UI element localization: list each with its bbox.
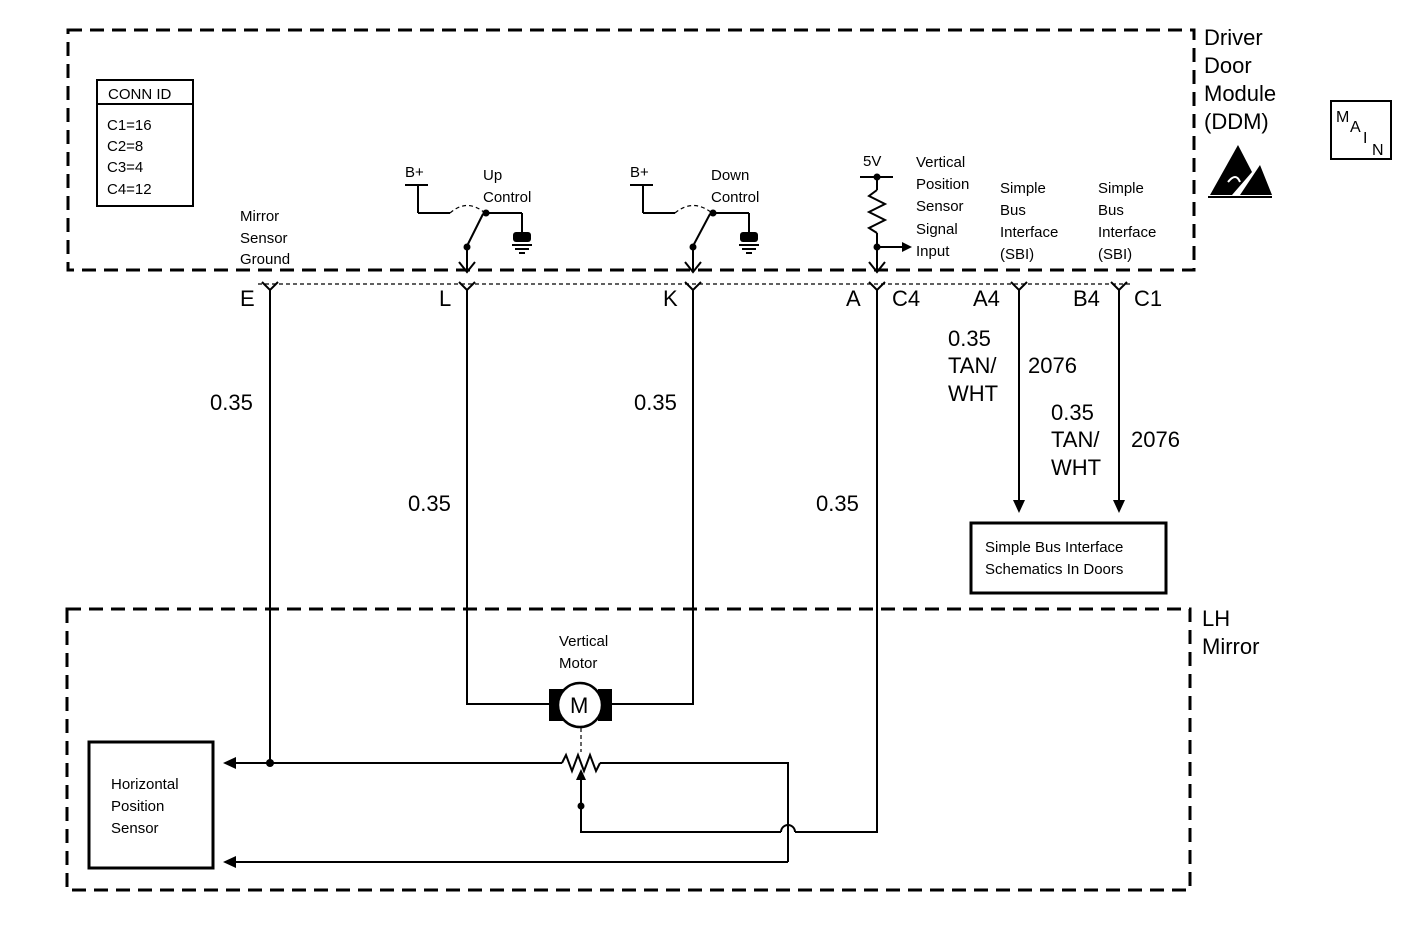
- wire-l: 0.35: [408, 290, 549, 705]
- ground-icon: [739, 232, 759, 254]
- down-control-switch: B+ Down Control: [630, 164, 759, 274]
- svg-text:0.35: 0.35: [1051, 400, 1094, 425]
- lh-mirror-title: LH Mirror: [1202, 606, 1259, 659]
- svg-text:Vertical: Vertical: [916, 154, 965, 171]
- up-control-switch: B+ Up Control: [405, 164, 532, 274]
- svg-text:N: N: [1372, 142, 1384, 159]
- svg-text:Mirror: Mirror: [1202, 634, 1259, 659]
- svg-text:A: A: [846, 286, 861, 311]
- svg-text:Vertical: Vertical: [559, 633, 608, 650]
- svg-text:Signal: Signal: [916, 221, 958, 238]
- svg-text:Interface: Interface: [1000, 224, 1058, 241]
- svg-text:Simple Bus Interface: Simple Bus Interface: [985, 539, 1123, 556]
- ddm-title: Driver Door Module (DDM): [1204, 25, 1276, 134]
- main-badge: M A I N: [1330, 100, 1392, 160]
- vertical-motor: Vertical Motor M: [549, 633, 612, 729]
- svg-text:Sensor: Sensor: [240, 230, 288, 247]
- sbi-label-1: Simple Bus Interface (SBI): [1000, 180, 1058, 263]
- svg-text:0.35: 0.35: [408, 491, 451, 516]
- wire-sbi-1: 0.35 TAN/ WHT 2076: [948, 290, 1077, 513]
- svg-text:Down: Down: [711, 167, 749, 184]
- svg-text:C3=4: C3=4: [107, 159, 143, 176]
- potentiometer-icon: [223, 752, 789, 868]
- sbi-schematics-link[interactable]: Simple Bus Interface Schematics In Doors: [969, 521, 1168, 595]
- wire-k: 0.35: [612, 290, 694, 705]
- svg-text:Horizontal: Horizontal: [111, 776, 179, 793]
- svg-text:Door: Door: [1204, 53, 1252, 78]
- motor-icon: M: [549, 681, 612, 729]
- svg-text:C1=16: C1=16: [107, 117, 152, 134]
- svg-text:M: M: [570, 693, 588, 718]
- svg-text:(DDM): (DDM): [1204, 109, 1269, 134]
- svg-text:Module: Module: [1204, 81, 1276, 106]
- svg-text:Input: Input: [916, 243, 950, 260]
- horizontal-position-sensor: Horizontal Position Sensor: [87, 740, 215, 870]
- svg-text:WHT: WHT: [1051, 455, 1101, 480]
- svg-text:(SBI): (SBI): [1000, 246, 1034, 263]
- svg-text:Control: Control: [711, 189, 759, 206]
- svg-text:Bus: Bus: [1098, 202, 1124, 219]
- svg-text:TAN/: TAN/: [1051, 427, 1100, 452]
- svg-text:5V: 5V: [863, 153, 881, 170]
- ground-icon: [512, 232, 532, 254]
- pin-labels: E L K A C4 A4 B4 C1: [240, 286, 1162, 311]
- svg-text:Sensor: Sensor: [111, 820, 159, 837]
- svg-text:Control: Control: [483, 189, 531, 206]
- svg-text:I: I: [1363, 130, 1367, 147]
- svg-text:Sensor: Sensor: [916, 198, 964, 215]
- svg-text:A: A: [1350, 119, 1361, 136]
- svg-text:(SBI): (SBI): [1098, 246, 1132, 263]
- svg-text:Mirror: Mirror: [240, 208, 279, 225]
- svg-text:Position: Position: [916, 176, 969, 193]
- wire-a: 0.35: [580, 290, 878, 833]
- svg-text:C2=8: C2=8: [107, 138, 143, 155]
- svg-text:LH: LH: [1202, 606, 1230, 631]
- svg-text:Position: Position: [111, 798, 164, 815]
- svg-text:0.35: 0.35: [634, 390, 677, 415]
- svg-text:Interface: Interface: [1098, 224, 1156, 241]
- vertical-position-input-circuit: 5V Vertical Position Sensor Signal Input: [860, 153, 969, 274]
- svg-text:Schematics In Doors: Schematics In Doors: [985, 561, 1123, 578]
- svg-text:0.35: 0.35: [816, 491, 859, 516]
- ddm-module-outline: [66, 28, 1196, 272]
- wire-sbi-2: 0.35 TAN/ WHT 2076: [1051, 290, 1180, 513]
- svg-text:WHT: WHT: [948, 381, 998, 406]
- svg-text:0.35: 0.35: [948, 326, 991, 351]
- svg-text:B+: B+: [405, 164, 424, 181]
- lh-mirror-outline: [65, 607, 1192, 892]
- svg-text:Motor: Motor: [559, 655, 597, 672]
- svg-text:C4: C4: [892, 286, 920, 311]
- svg-text:B4: B4: [1073, 286, 1100, 311]
- svg-text:2076: 2076: [1028, 353, 1077, 378]
- conn-id-table: CONN ID C1=16 C2=8 C3=4 C4=12: [96, 79, 194, 207]
- svg-text:Up: Up: [483, 167, 502, 184]
- wire-e: 0.35: [210, 290, 274, 767]
- svg-text:E: E: [240, 286, 255, 311]
- conn-id-title: CONN ID: [108, 86, 172, 103]
- svg-text:Simple: Simple: [1098, 180, 1144, 197]
- esd-warning-icon: [1208, 145, 1272, 198]
- svg-text:Simple: Simple: [1000, 180, 1046, 197]
- svg-text:L: L: [439, 286, 451, 311]
- svg-text:TAN/: TAN/: [948, 353, 997, 378]
- svg-text:M: M: [1336, 109, 1349, 126]
- svg-text:K: K: [663, 286, 678, 311]
- svg-text:2076: 2076: [1131, 427, 1180, 452]
- mirror-sensor-ground-label: Mirror Sensor Ground: [240, 208, 290, 268]
- sbi-label-2: Simple Bus Interface (SBI): [1098, 180, 1156, 263]
- svg-text:C4=12: C4=12: [107, 181, 152, 198]
- svg-text:C1: C1: [1134, 286, 1162, 311]
- svg-text:A4: A4: [973, 286, 1000, 311]
- svg-text:Bus: Bus: [1000, 202, 1026, 219]
- svg-text:0.35: 0.35: [210, 390, 253, 415]
- resistor-icon: [866, 189, 888, 234]
- svg-text:Driver: Driver: [1204, 25, 1263, 50]
- svg-text:Ground: Ground: [240, 251, 290, 268]
- svg-text:B+: B+: [630, 164, 649, 181]
